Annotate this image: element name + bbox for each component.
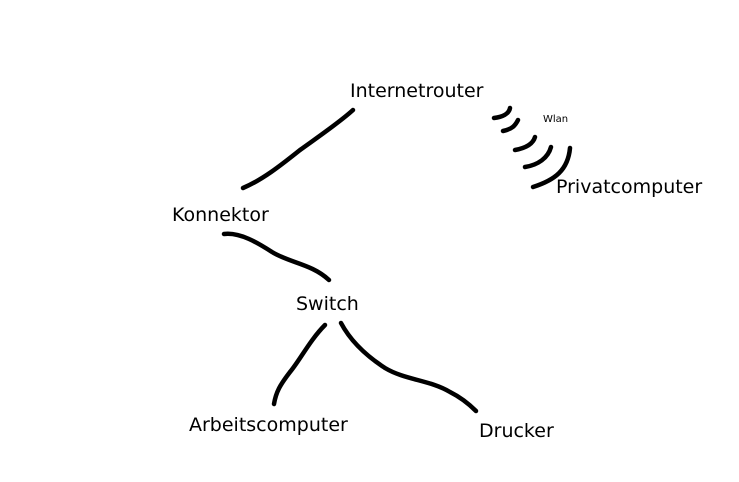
node-switch: Switch <box>296 293 359 315</box>
link-konnektor-switch <box>221 231 332 283</box>
node-arbeitscomputer: Arbeitscomputer <box>189 414 348 436</box>
node-drucker: Drucker <box>479 420 554 442</box>
node-konnektor: Konnektor <box>172 204 269 226</box>
wlan-wave-1 <box>491 105 513 121</box>
wlan-wave-2 <box>500 117 521 134</box>
wlan-wave-4 <box>522 144 554 170</box>
link-switch-drucker <box>338 320 479 414</box>
link-switch-arbeitscomputer <box>271 322 328 407</box>
link-router-konnektor <box>240 107 356 191</box>
wlan-wave-5 <box>530 145 573 190</box>
node-internetrouter: Internetrouter <box>350 80 484 102</box>
node-privatcomputer: Privatcomputer <box>556 176 703 198</box>
label-wlan: Wlan <box>543 114 569 125</box>
wlan-wave-3 <box>512 134 538 153</box>
